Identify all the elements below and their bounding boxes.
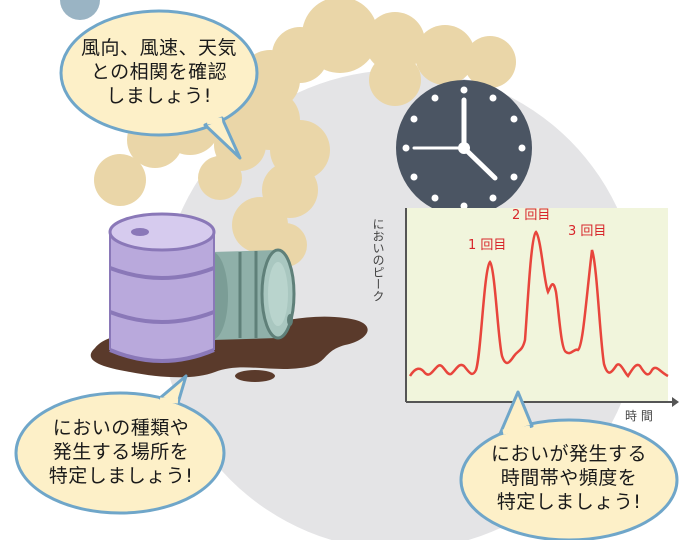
peak-label-2: 2 回目 bbox=[512, 208, 550, 223]
x-axis-arrow bbox=[672, 397, 679, 407]
type-bubble-text: においの種類や 発生する場所を 特定しましょう! bbox=[24, 416, 218, 488]
time-bubble-text: においが発生する 時間帯や頻度を 特定しましょう! bbox=[470, 442, 668, 514]
weather-line-2: との相関を確認 bbox=[90, 61, 228, 83]
series-line bbox=[408, 230, 669, 378]
weather-speech-bubble bbox=[59, 9, 259, 160]
time-line-3: 特定しましょう! bbox=[496, 491, 642, 513]
weather-bubble-text: 風向、風速、天気 との相関を確認 しましょう! bbox=[70, 36, 248, 108]
weather-line-1: 風向、風速、天気 bbox=[80, 37, 237, 59]
weather-line-3: しましょう! bbox=[106, 85, 212, 107]
upright-barrel bbox=[108, 212, 216, 363]
peak-label-3: 3 回目 bbox=[568, 224, 606, 239]
clock-icon bbox=[396, 80, 532, 216]
type-line-1: においの種類や bbox=[52, 417, 190, 439]
corner-circle bbox=[60, 0, 100, 20]
type-speech-bubble bbox=[14, 374, 226, 515]
time-line-2: 時間帯や頻度を bbox=[500, 467, 638, 489]
time-line-1: においが発生する bbox=[490, 443, 647, 465]
x-axis-label: 時 間 bbox=[625, 409, 653, 423]
odor-peak-chart: 1 回目 2 回目 3 回目 においのピーク 時 間 bbox=[371, 208, 679, 423]
type-line-3: 特定しましょう! bbox=[48, 465, 194, 487]
puddle-drop bbox=[235, 370, 275, 382]
y-axis-label: においのピーク bbox=[371, 218, 385, 302]
peak-label-1: 1 回目 bbox=[468, 238, 506, 253]
type-line-2: 発生する場所を bbox=[52, 441, 190, 463]
time-speech-bubble bbox=[459, 390, 679, 540]
